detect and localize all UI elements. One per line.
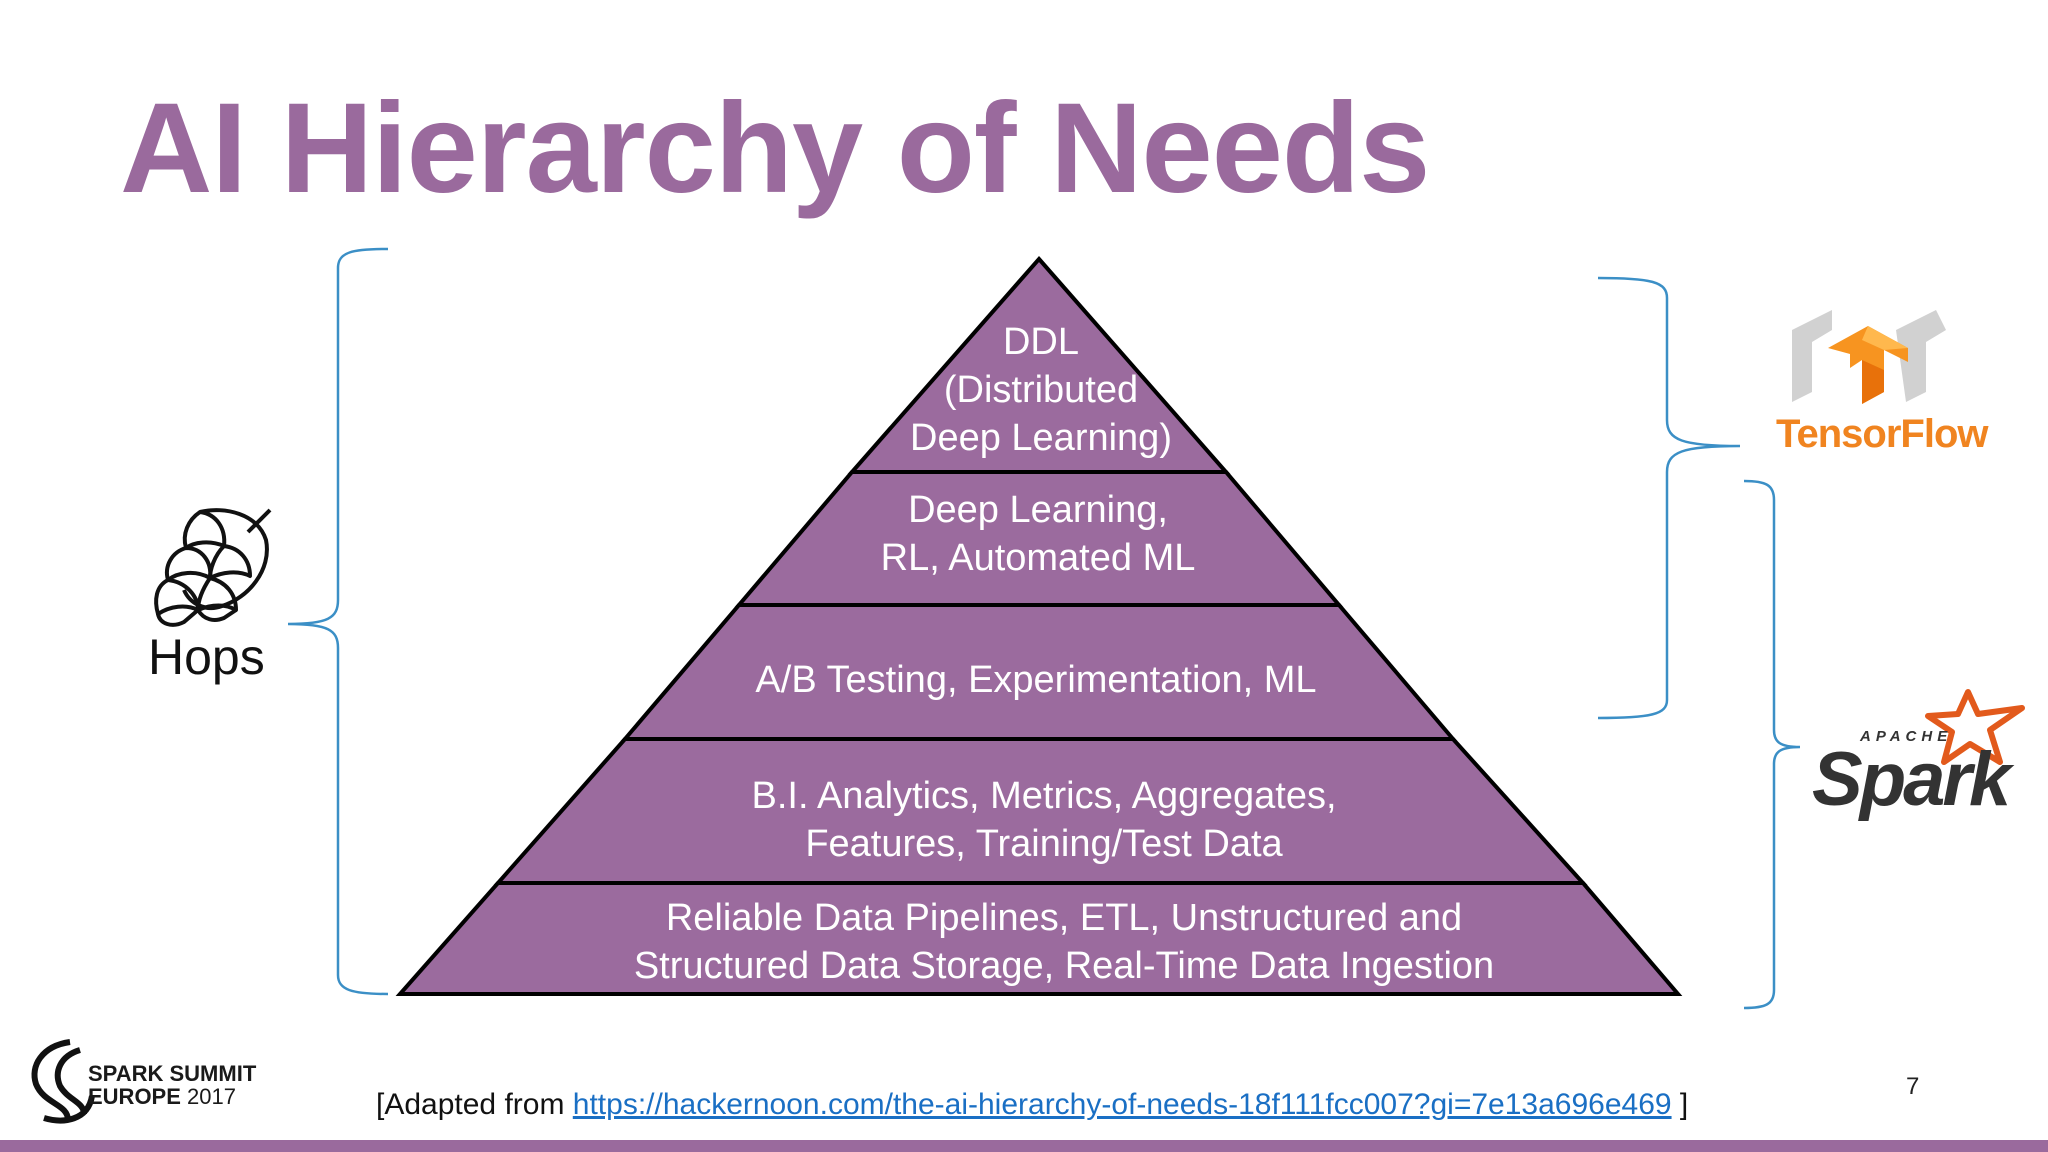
tensorflow-logo <box>1792 310 1946 404</box>
hops-icon <box>154 508 272 627</box>
pyramid-level-4-text: B.I. Analytics, Metrics, Aggregates, Fea… <box>751 772 1336 868</box>
pyramid-level-2-line-2: RL, Automated ML <box>880 537 1196 579</box>
citation-prefix: [Adapted from <box>376 1088 573 1121</box>
spark-summit-line-1: SPARK SUMMIT <box>88 1061 257 1086</box>
pyramid-level-3-text: A/B Testing, Experimentation, ML <box>755 656 1316 704</box>
pyramid-level-5-shape <box>395 881 1683 996</box>
citation-link[interactable]: https://hackernoon.com/the-ai-hierarchy-… <box>572 1088 1672 1121</box>
spark-bracket <box>1743 479 1801 1010</box>
pyramid-level-2-line-1: Deep Learning, <box>908 489 1168 531</box>
pyramid-level-1-line-2: (Distributed <box>943 369 1139 411</box>
spark-label: Spark <box>1812 737 2011 822</box>
hops-bracket <box>287 247 389 996</box>
pyramid-level-5-line-1: Reliable Data Pipelines, ETL, Unstructur… <box>665 897 1463 939</box>
spark-summit-branding: SPARK SUMMIT EUROPE 2017 <box>88 1062 256 1108</box>
pyramid-level-3-line-1: A/B Testing, Experimentation, ML <box>755 659 1317 701</box>
citation: [Adapted from https://hackernoon.com/the… <box>376 1088 1688 1122</box>
pyramid-level-1-text: DDL (Distributed Deep Learning) <box>910 318 1172 462</box>
page-number: 7 <box>1906 1073 1920 1100</box>
pyramid-level-2-text: Deep Learning, RL, Automated ML <box>881 486 1196 582</box>
spark-summit-logo-icon <box>31 1039 95 1124</box>
slide-title: AI Hierarchy of Needs <box>120 77 1430 220</box>
pyramid-level-1-line-3: Deep Learning) <box>910 417 1172 459</box>
spark-summit-europe: EUROPE <box>88 1084 181 1109</box>
tensorflow-label: TensorFlow <box>1776 412 1988 456</box>
hops-label: Hops <box>148 629 265 685</box>
pyramid-level-4-line-2: Features, Training/Test Data <box>805 823 1283 865</box>
bottom-accent-bar <box>0 1140 2048 1152</box>
spark-apache-label: APACHE <box>1860 728 1953 745</box>
pyramid-level-1-line-1: DDL <box>1002 321 1080 363</box>
spark-summit-line-2: EUROPE 2017 <box>88 1085 256 1108</box>
pyramid-level-5-line-2: Structured Data Storage, Real-Time Data … <box>633 945 1495 987</box>
citation-suffix: ] <box>1671 1088 1689 1121</box>
spark-star-icon <box>1925 689 2025 765</box>
spark-summit-year: 2017 <box>187 1084 236 1109</box>
pyramid-level-4-line-1: B.I. Analytics, Metrics, Aggregates, <box>751 775 1337 817</box>
pyramid-level-5-text: Reliable Data Pipelines, ETL, Unstructur… <box>634 894 1494 990</box>
tensorflow-bracket <box>1597 276 1741 720</box>
